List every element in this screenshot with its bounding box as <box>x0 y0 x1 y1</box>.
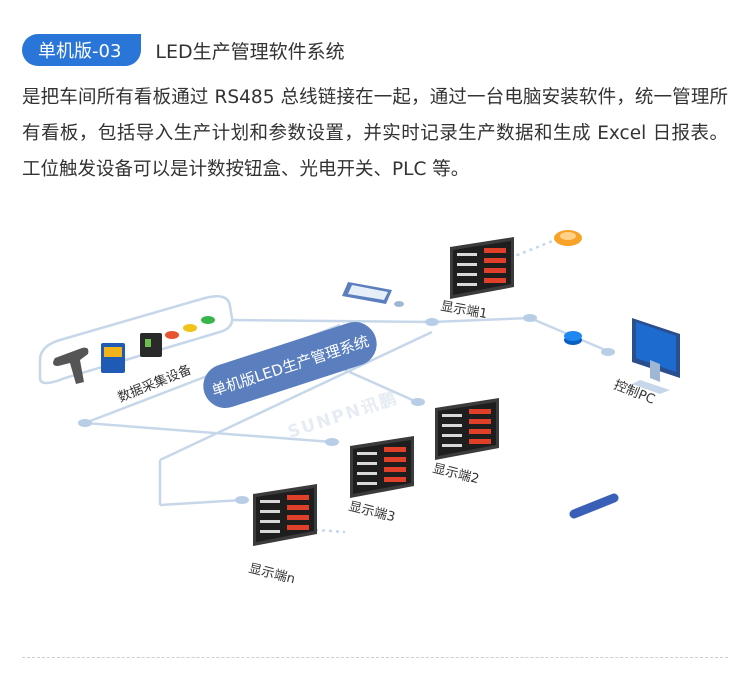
computer-icon <box>632 318 680 394</box>
display-label-2: 显示端2 <box>431 461 481 487</box>
display-board-n <box>253 484 317 546</box>
display-label-1: 显示端1 <box>439 299 488 322</box>
collector-label: 数据采集设备 <box>116 362 194 406</box>
barcode-scanner-icon <box>53 347 89 384</box>
display-board-3 <box>350 436 414 498</box>
description-text: 是把车间所有看板通过 RS485 总线链接在一起，通过一台电脑安装软件，统一管理… <box>22 87 728 180</box>
network-hub-icon <box>564 331 582 345</box>
system-diagram: SUNPN讯鹏 单机版LED生产管理系统 <box>38 230 680 587</box>
bus-nodes <box>78 314 615 504</box>
header: 单机版-03 LED生产管理软件系统 <box>22 32 345 68</box>
pc-label: 控制PC <box>612 378 657 408</box>
watermark-text: SUNPN讯鹏 <box>285 387 401 442</box>
display-label-3: 显示端3 <box>347 499 397 525</box>
display-board-2 <box>435 398 499 460</box>
bottom-divider <box>22 657 728 658</box>
display-label-n: 显示端n <box>247 561 296 587</box>
photoelectric-switch-icon <box>140 333 162 357</box>
dotted-link <box>509 236 561 260</box>
counter-box-icon <box>101 343 125 373</box>
decorative-bar <box>569 493 619 519</box>
gear-icon <box>554 230 582 246</box>
collector-area <box>38 295 234 385</box>
dotted-link-n <box>314 528 346 534</box>
button-lights-icon <box>165 316 215 339</box>
display-board-1 <box>450 237 514 299</box>
keyboard-icon <box>342 282 404 307</box>
section-badge: 单机版-03 <box>22 34 142 66</box>
section-title: LED生产管理软件系统 <box>155 40 345 63</box>
